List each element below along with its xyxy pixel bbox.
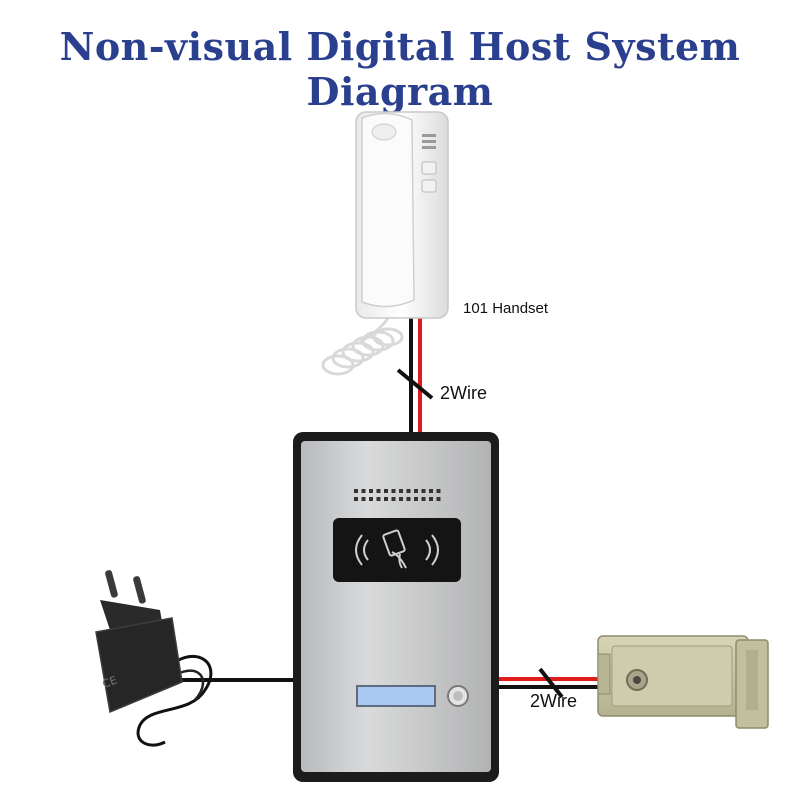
speaker-hole	[354, 497, 358, 501]
handset-label: 101 Handset	[463, 300, 549, 317]
adapter-prong-right	[133, 576, 146, 604]
speaker-hole	[436, 497, 441, 501]
wire-top-slash	[396, 368, 434, 400]
wire-right-slash	[538, 667, 564, 699]
handset-button-2	[421, 179, 437, 193]
handset-receiver	[361, 112, 415, 308]
speaker-hole	[406, 489, 411, 493]
speaker-hole	[376, 489, 381, 493]
handset-button-1	[421, 161, 437, 175]
speaker-hole	[429, 489, 433, 493]
speaker-hole	[391, 489, 396, 493]
wire-top	[396, 318, 434, 436]
handset-coiled-cord	[321, 317, 404, 376]
wire-right-label: 2Wire	[530, 691, 578, 711]
handset-earpiece	[371, 123, 397, 141]
handset-speaker-slot	[422, 134, 436, 137]
electric-lock	[597, 635, 769, 729]
speaker-hole	[369, 497, 373, 501]
handset	[321, 111, 449, 376]
speaker-hole	[354, 489, 358, 493]
wire-top-label: 2Wire	[440, 383, 488, 403]
speaker-hole	[369, 489, 373, 493]
adapter-cord	[136, 655, 213, 747]
panel-face	[301, 441, 491, 772]
speaker-hole	[436, 489, 441, 493]
name-plate	[356, 685, 436, 707]
diagram-title: Non-visual Digital Host System Diagram	[59, 24, 741, 114]
speaker-hole	[361, 497, 366, 501]
speaker-hole	[399, 497, 403, 501]
rfid-reader	[333, 518, 461, 582]
speaker-hole	[429, 497, 433, 501]
speaker-hole	[391, 497, 396, 501]
speaker-hole	[421, 489, 426, 493]
power-adapter: CE	[95, 570, 213, 747]
speaker-hole	[399, 489, 403, 493]
speaker-hole	[361, 489, 366, 493]
adapter-prong-left	[105, 570, 118, 598]
speaker-hole	[384, 497, 388, 501]
adapter-ce-mark: CE	[101, 674, 119, 691]
speaker-hole	[414, 497, 418, 501]
door-station-panel	[293, 432, 499, 782]
speaker-hole	[384, 489, 388, 493]
panel-speaker-grille	[354, 489, 441, 501]
rfid-icon	[355, 529, 439, 569]
speaker-hole	[376, 497, 381, 501]
wire-right	[497, 667, 598, 699]
adapter-body	[95, 617, 183, 714]
speaker-hole	[406, 497, 411, 501]
speaker-hole	[414, 489, 418, 493]
speaker-hole	[421, 497, 426, 501]
